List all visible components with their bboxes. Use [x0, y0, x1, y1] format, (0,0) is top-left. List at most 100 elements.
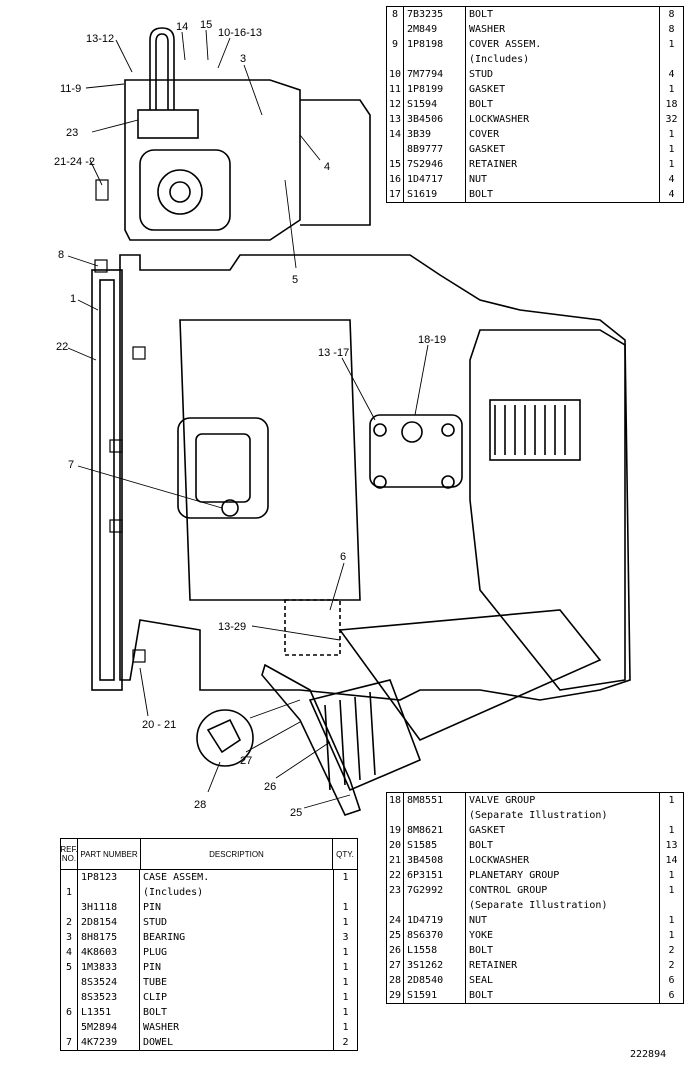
callout-7: 7 — [68, 459, 74, 471]
ref-cell — [387, 52, 403, 67]
ref-cell: 27 — [388, 960, 402, 971]
qty-cell: 13 — [659, 838, 683, 853]
part-number-cell: 3S1262 — [403, 958, 465, 973]
description-cell: COVER — [465, 127, 659, 142]
valve-group — [369, 414, 463, 488]
part-number-cell — [403, 52, 465, 67]
ref-cell — [387, 808, 403, 823]
callout-13-29: 13-29 — [218, 621, 246, 633]
part-number-cell: 8S3524 — [77, 975, 139, 990]
part-number-cell: 1D4717 — [403, 172, 465, 187]
callout-28: 28 — [194, 799, 206, 811]
callout-8: 8 — [58, 249, 64, 261]
description-cell: RETAINER — [465, 958, 659, 973]
part-number-cell: L1558 — [403, 943, 465, 958]
part-number-cell: 4K8603 — [77, 945, 139, 960]
header-ref: REF. NO. — [60, 845, 78, 863]
ref-cell: 28 — [388, 975, 402, 986]
callout-20-21: 20 - 21 — [142, 719, 176, 731]
description-cell: BOLT — [139, 1005, 333, 1020]
qty-cell — [333, 885, 357, 900]
qty-cell: 1 — [659, 127, 683, 142]
qty-cell: 1 — [333, 960, 357, 975]
description-cell: BOLT — [465, 838, 659, 853]
description-cell: COVER ASSEM. — [465, 37, 659, 52]
description-cell: GASKET — [465, 82, 659, 97]
callout-10-16-13: 10-16-13 — [218, 27, 262, 39]
description-cell: WASHER — [465, 22, 659, 37]
qty-cell: 1 — [333, 915, 357, 930]
description-cell: VALVE GROUP — [465, 793, 659, 808]
description-cell: BOLT — [465, 187, 659, 202]
description-cell: (Includes) — [465, 52, 659, 67]
part-number-cell: 7G2992 — [403, 883, 465, 898]
part-number-cell: 8M8551 — [403, 793, 465, 808]
part-number-cell: 5M2894 — [77, 1020, 139, 1035]
description-cell: TUBE — [139, 975, 333, 990]
part-number-cell: 3B39 — [403, 127, 465, 142]
ref-cell: 18 — [388, 795, 402, 806]
part-number-cell: 7S2946 — [403, 157, 465, 172]
qty-cell: 1 — [333, 1020, 357, 1035]
yoke — [261, 663, 362, 816]
pinion-shaft — [338, 609, 602, 741]
description-cell: YOKE — [465, 928, 659, 943]
part-number-cell: 8H8175 — [77, 930, 139, 945]
part-number-cell: 8B9777 — [403, 142, 465, 157]
part-number-cell — [403, 808, 465, 823]
description-cell: PLUG — [139, 945, 333, 960]
illustration-number: 222894 — [630, 1049, 667, 1060]
qty-cell: 1 — [659, 157, 683, 172]
part-number-cell: S1585 — [403, 838, 465, 853]
qty-cell: 1 — [659, 928, 683, 943]
qty-cell: 14 — [659, 853, 683, 868]
ref-cell: 2 — [65, 917, 73, 928]
qty-cell: 8 — [659, 7, 683, 22]
callout-21-24-2: 21-24 -2 — [54, 156, 95, 168]
ref-cell — [61, 1020, 77, 1035]
callout-6: 6 — [340, 551, 346, 563]
ref-cell: 9 — [391, 39, 399, 50]
callout-11-9: 11-9 — [60, 83, 81, 95]
ref-cell: 29 — [388, 990, 402, 1001]
qty-cell: 4 — [659, 67, 683, 82]
qty-cell: 1 — [659, 37, 683, 52]
ref-cell: 4 — [65, 947, 73, 958]
ref-cell: 17 — [388, 189, 402, 200]
part-number-cell: 6P3151 — [403, 868, 465, 883]
table-row: (Separate Illustration) — [387, 898, 683, 913]
table-row: (Separate Illustration) — [387, 808, 683, 823]
description-cell: CLIP — [139, 990, 333, 1005]
callout-14: 14 — [176, 21, 188, 33]
part-number-cell: 1D4719 — [403, 913, 465, 928]
callout-27: 27 — [240, 755, 252, 767]
qty-cell: 1 — [659, 823, 683, 838]
description-cell: BEARING — [139, 930, 333, 945]
qty-cell — [659, 808, 683, 823]
part-number-cell: 2D8154 — [77, 915, 139, 930]
part-number-cell: 1P8198 — [403, 37, 465, 52]
callout-13-17: 13 -17 — [318, 347, 349, 359]
description-cell: GASKET — [465, 823, 659, 838]
qty-cell: 1 — [333, 990, 357, 1005]
header-part: PART NUMBER — [77, 839, 140, 869]
ref-cell: 11 — [388, 84, 402, 95]
ref-cell: 7 — [65, 1037, 73, 1048]
tube — [149, 27, 175, 110]
